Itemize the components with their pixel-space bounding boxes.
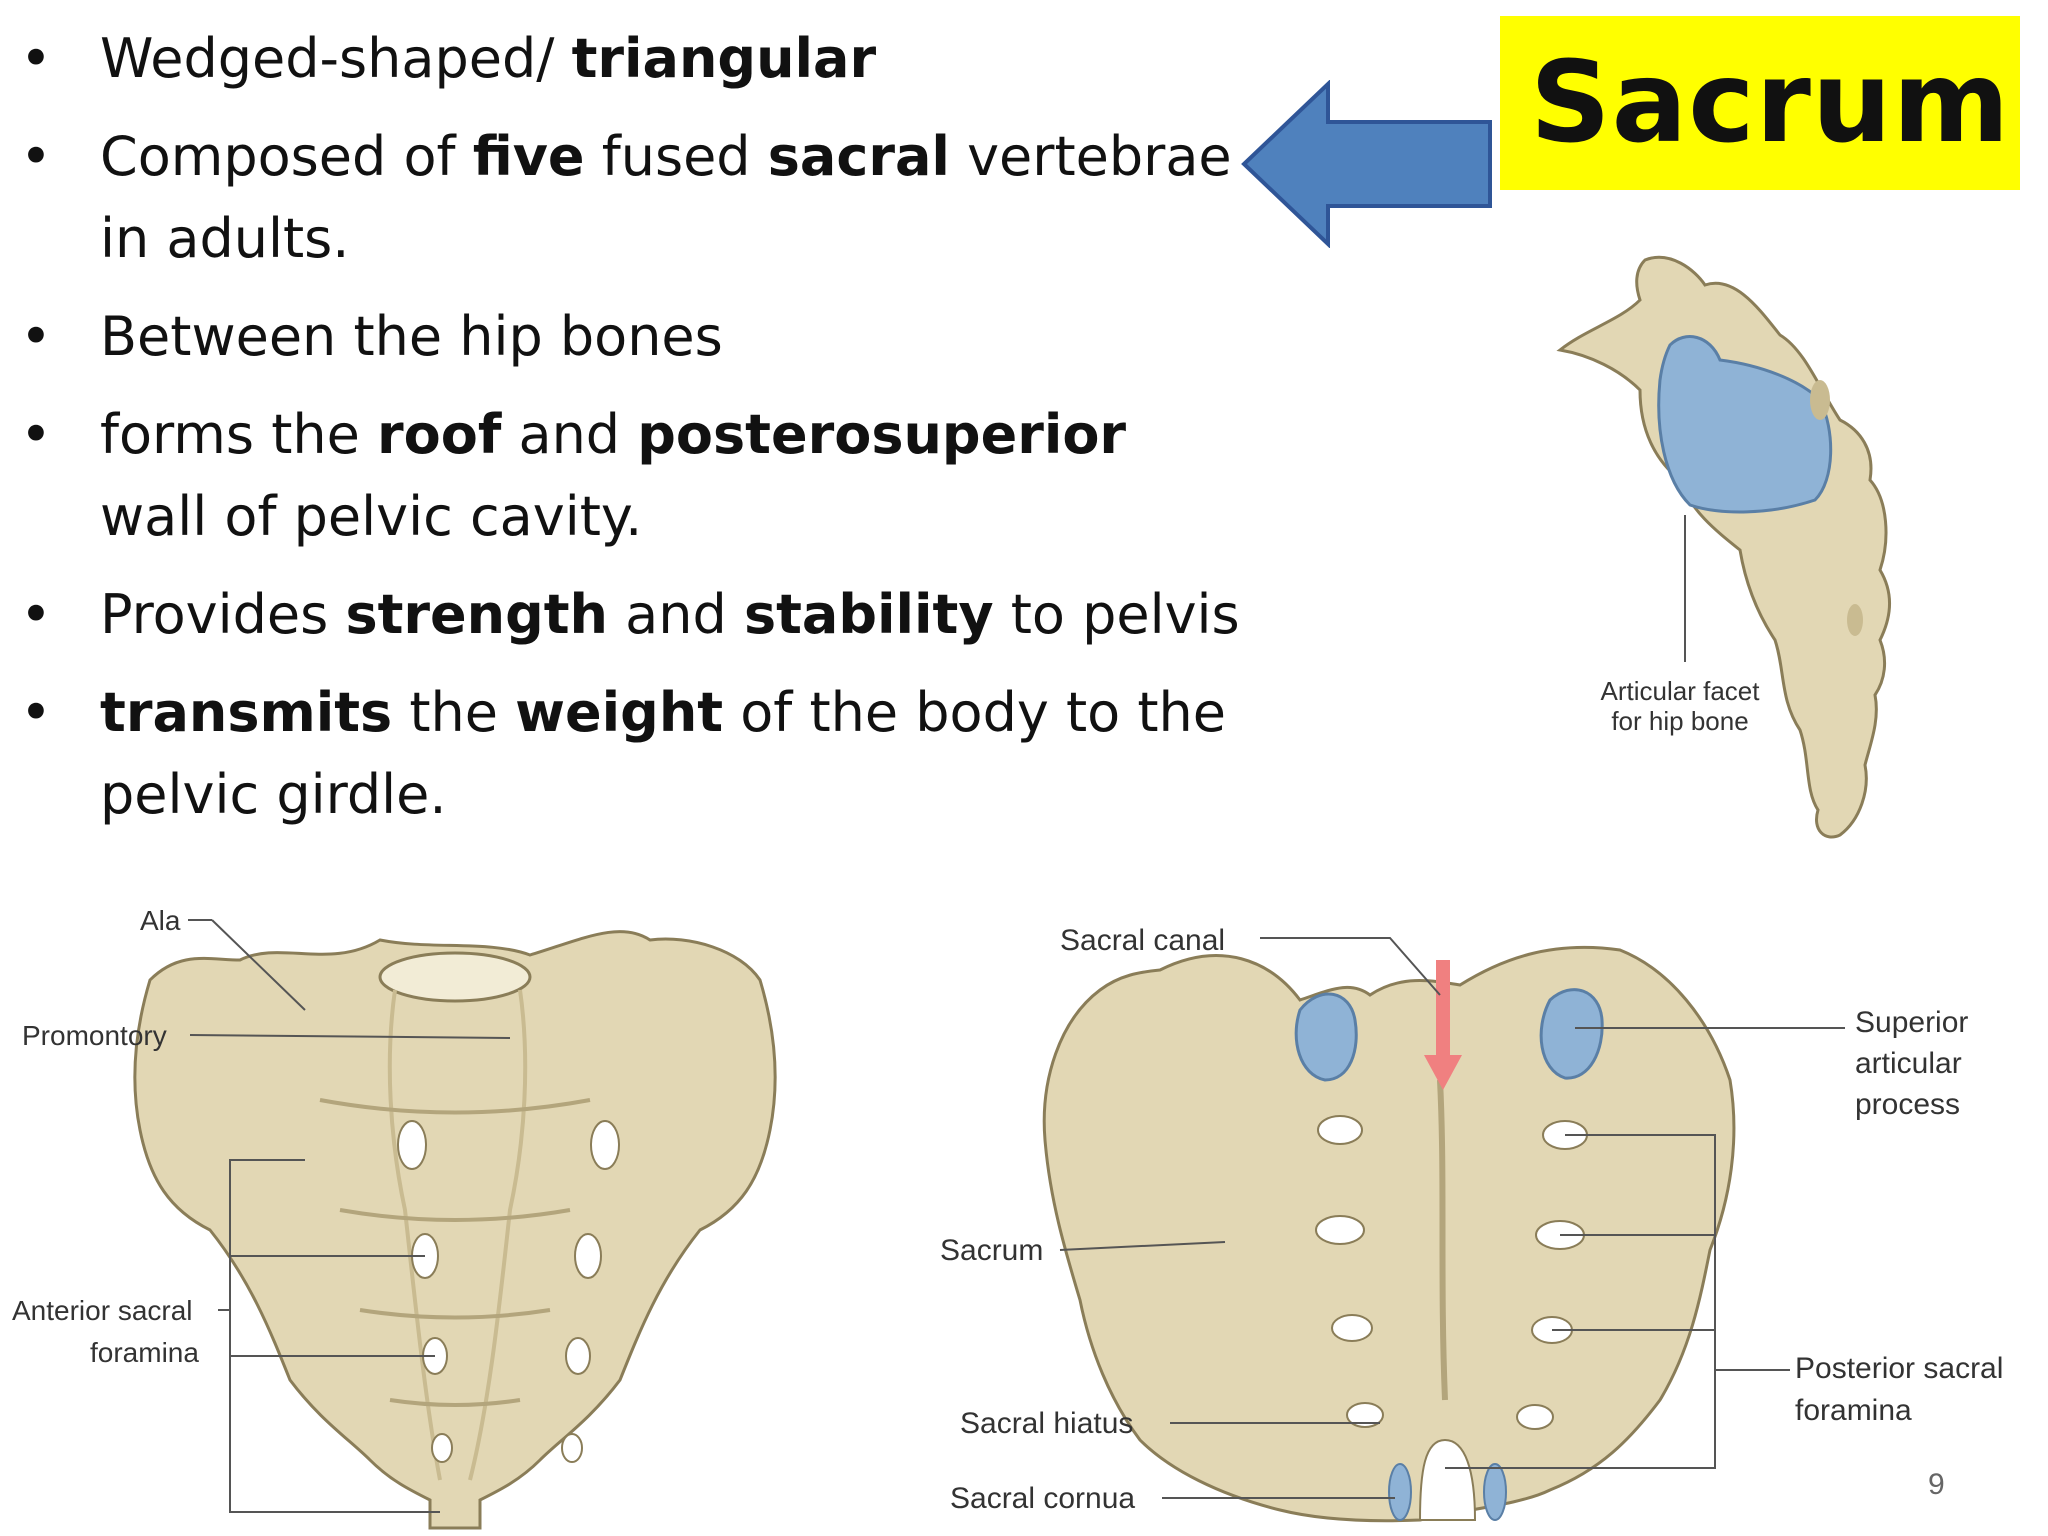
- lateral-sacrum-figure: Articular facet for hip bone: [1556, 255, 1891, 839]
- text-run: Composed of: [100, 125, 473, 188]
- label-sacral-canal: Sacral canal: [1060, 924, 1225, 957]
- text-run: Wedged-shaped/: [100, 27, 572, 90]
- slide-title: Sacrum: [1530, 38, 2011, 168]
- text-run: Provides: [100, 583, 346, 646]
- bullet-item: Between the hip bones: [20, 296, 1250, 378]
- text-run: forms the: [100, 403, 377, 466]
- label-posterior-foramina-2: foramina: [1795, 1394, 1912, 1427]
- text-run: vertebrae in adults.: [100, 125, 1232, 270]
- bold-text-run: stability: [743, 583, 994, 646]
- text-run: Between the hip bones: [100, 305, 723, 368]
- label-articular-facet-1: Articular facet: [1601, 676, 1761, 706]
- bold-text-run: five: [472, 125, 585, 188]
- bullet-item: Provides strength and stability to pelvi…: [20, 574, 1250, 656]
- label-superior-3: process: [1855, 1088, 1960, 1121]
- bullet-item: Composed of five fused sacral vertebrae …: [20, 116, 1250, 280]
- bold-text-run: roof: [377, 403, 502, 466]
- bullet-item: Wedged-shaped/ triangular: [20, 18, 1250, 100]
- text-run: fused: [584, 125, 768, 188]
- text-run: wall of pelvic cavity.: [100, 485, 643, 548]
- label-articular-facet-2: for hip bone: [1611, 706, 1748, 736]
- text-run: of the body to the pelvic girdle.: [100, 681, 1226, 826]
- label-superior-2: articular: [1855, 1047, 1962, 1080]
- label-anterior-foramina-2: foramina: [90, 1337, 199, 1368]
- text-run: to pelvis: [993, 583, 1240, 646]
- bold-text-run: transmits: [100, 681, 393, 744]
- text-run: and: [501, 403, 638, 466]
- label-superior-1: Superior: [1855, 1006, 1968, 1039]
- bold-text-run: sacral: [767, 125, 950, 188]
- label-promontory: Promontory: [22, 1020, 167, 1051]
- bullet-list: Wedged-shaped/ triangular Composed of fi…: [20, 18, 1250, 852]
- label-anterior-foramina-1: Anterior sacral: [12, 1295, 193, 1326]
- label-ala: Ala: [140, 905, 181, 936]
- bold-text-run: posterosuperior: [637, 403, 1127, 466]
- anterior-sacrum-figure: Ala Promontory Anterior sacral foramina: [12, 905, 777, 1530]
- bullet-item: transmits the weight of the body to the …: [20, 672, 1250, 836]
- posterior-sacrum-figure: Sacral canal Superior articular process …: [940, 924, 2003, 1523]
- title-box: Sacrum: [1500, 16, 2020, 190]
- label-sacral-cornua: Sacral cornua: [950, 1482, 1135, 1515]
- bold-text-run: weight: [515, 681, 724, 744]
- left-arrow-icon: [1241, 80, 1492, 248]
- bold-text-run: strength: [345, 583, 609, 646]
- text-run: and: [608, 583, 744, 646]
- label-sacrum: Sacrum: [940, 1234, 1043, 1267]
- bullet-item: forms the roof and posterosuperior wall …: [20, 394, 1250, 558]
- bold-text-run: triangular: [571, 27, 877, 90]
- page-number: 9: [1928, 1468, 1945, 1501]
- label-posterior-foramina-1: Posterior sacral: [1795, 1352, 2003, 1385]
- text-run: the: [392, 681, 516, 744]
- label-sacral-hiatus: Sacral hiatus: [960, 1407, 1133, 1440]
